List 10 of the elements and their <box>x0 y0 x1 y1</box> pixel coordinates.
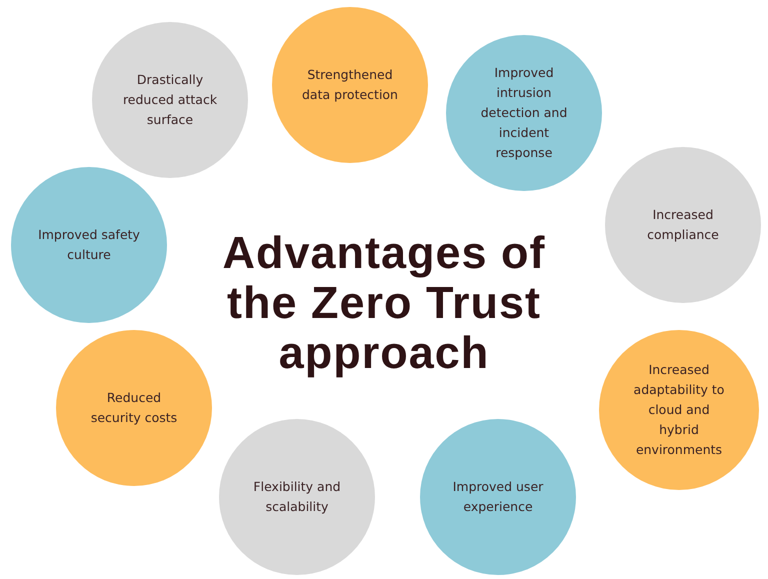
node-text: Drastically reduced attack surface <box>122 71 218 129</box>
node-text: Flexibility and scalability <box>252 478 342 516</box>
title: Advantages of the Zero Trust approach <box>221 228 547 378</box>
node-text: Increased adaptability to cloud and hybrid environments <box>632 361 726 459</box>
node-text: Reduced security costs <box>90 389 178 427</box>
node-text: Increased compliance <box>646 206 720 244</box>
node-text: Strengthened data protection <box>301 66 399 104</box>
node-text: Improved user experience <box>452 478 544 516</box>
node-text: Improved safety culture <box>37 226 141 264</box>
node-text: Improved intrusion detection and incident response <box>480 64 568 162</box>
